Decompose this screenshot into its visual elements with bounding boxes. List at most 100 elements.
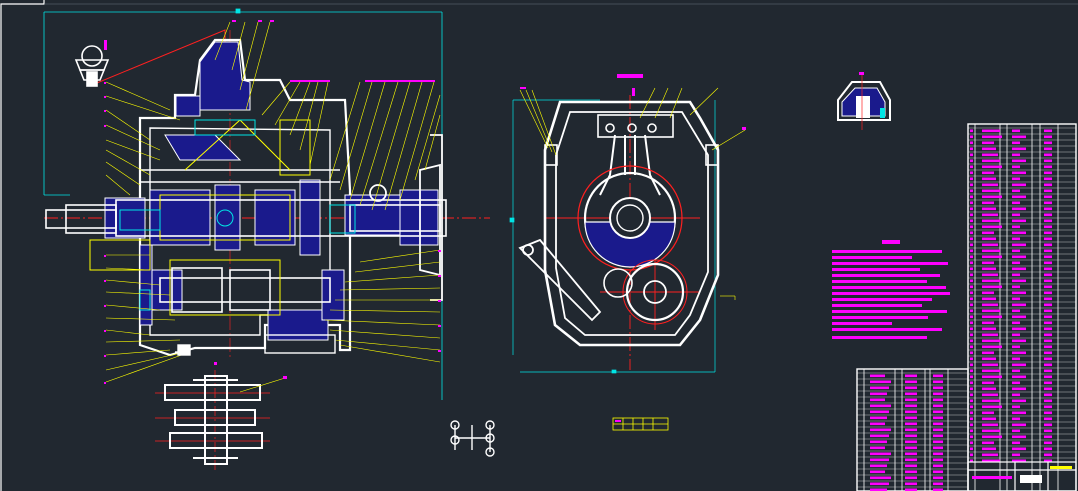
row-text	[982, 357, 996, 361]
row-text	[1012, 279, 1026, 283]
row-text	[1012, 153, 1020, 157]
row-text	[933, 422, 943, 426]
row-text	[1044, 459, 1052, 463]
row-text	[982, 459, 1000, 463]
row-text	[1012, 381, 1020, 385]
row-text	[970, 435, 973, 439]
row-text	[982, 243, 998, 247]
row-text	[970, 273, 973, 277]
row-text	[1012, 225, 1020, 229]
row-text	[982, 399, 1000, 403]
right-leader-lines	[324, 249, 441, 363]
row-text	[982, 189, 1000, 193]
row-text	[905, 440, 917, 444]
row-text	[1044, 351, 1052, 355]
row-text	[970, 351, 973, 355]
row-text	[982, 267, 996, 271]
row-text	[1044, 165, 1052, 169]
row-text	[982, 147, 996, 151]
row-text	[970, 453, 973, 457]
small-detail-view[interactable]	[837, 72, 891, 130]
row-text	[982, 255, 1002, 259]
row-text	[870, 488, 887, 491]
row-text	[870, 458, 889, 462]
row-text	[905, 428, 917, 432]
row-text	[905, 476, 917, 480]
row-text	[970, 333, 973, 337]
section-hatch-fill	[104, 41, 439, 341]
row-text	[933, 380, 943, 384]
row-text	[1012, 171, 1026, 175]
row-text	[1044, 267, 1052, 271]
row-text	[905, 458, 917, 462]
row-text	[870, 386, 889, 390]
row-text	[870, 374, 885, 378]
detail-gears	[164, 375, 263, 465]
row-text	[1044, 207, 1052, 211]
row-text	[970, 177, 973, 181]
row-text	[870, 464, 887, 468]
row-text	[905, 470, 917, 474]
row-text	[982, 303, 998, 307]
row-text	[982, 387, 996, 391]
row-text	[982, 309, 1000, 313]
row-text	[970, 153, 973, 157]
row-text	[1012, 273, 1020, 277]
row-text	[870, 440, 887, 444]
row-text	[1044, 381, 1052, 385]
row-text	[1044, 441, 1052, 445]
side-small-gear	[603, 259, 688, 325]
row-text	[1012, 405, 1020, 409]
row-text	[905, 380, 917, 384]
row-text	[1044, 201, 1052, 205]
row-text	[1044, 453, 1052, 457]
row-text	[1044, 429, 1052, 433]
row-text	[933, 476, 943, 480]
row-text	[905, 404, 917, 408]
row-text	[1012, 447, 1026, 451]
row-text	[982, 291, 994, 295]
row-text	[1012, 219, 1026, 223]
row-text	[933, 398, 943, 402]
side-housing	[543, 100, 720, 347]
row-text	[970, 303, 973, 307]
row-text	[970, 297, 973, 301]
row-text	[870, 434, 889, 438]
row-text	[1012, 375, 1026, 379]
row-text	[1044, 357, 1052, 361]
row-text	[1012, 255, 1026, 259]
row-text	[1012, 429, 1020, 433]
row-text	[982, 249, 1000, 253]
row-text	[982, 225, 1002, 229]
row-text	[970, 429, 973, 433]
row-text	[870, 410, 889, 414]
part-number-tags	[104, 20, 441, 384]
row-text	[982, 219, 1000, 223]
side-section-view[interactable]	[509, 74, 746, 374]
row-text	[970, 195, 973, 199]
row-text	[1012, 453, 1020, 457]
row-text	[970, 249, 973, 253]
shift-pattern-diagram[interactable]	[450, 420, 495, 457]
row-text	[970, 315, 973, 319]
row-text	[1044, 375, 1052, 379]
row-text	[870, 452, 891, 456]
row-text	[970, 363, 973, 367]
row-text	[1012, 327, 1026, 331]
detail-leaders	[239, 376, 287, 393]
gear-outlines	[89, 119, 311, 316]
row-text	[970, 237, 973, 241]
row-text	[970, 141, 973, 145]
row-text	[933, 374, 943, 378]
main-section-view[interactable]	[43, 8, 490, 400]
row-text	[1012, 285, 1020, 289]
row-text	[982, 273, 998, 277]
gear-shaft-detail[interactable]	[155, 370, 287, 470]
row-text	[1044, 249, 1052, 253]
row-text	[982, 141, 994, 145]
row-text	[982, 429, 1000, 433]
row-text	[1012, 441, 1020, 445]
row-text	[1044, 195, 1052, 199]
